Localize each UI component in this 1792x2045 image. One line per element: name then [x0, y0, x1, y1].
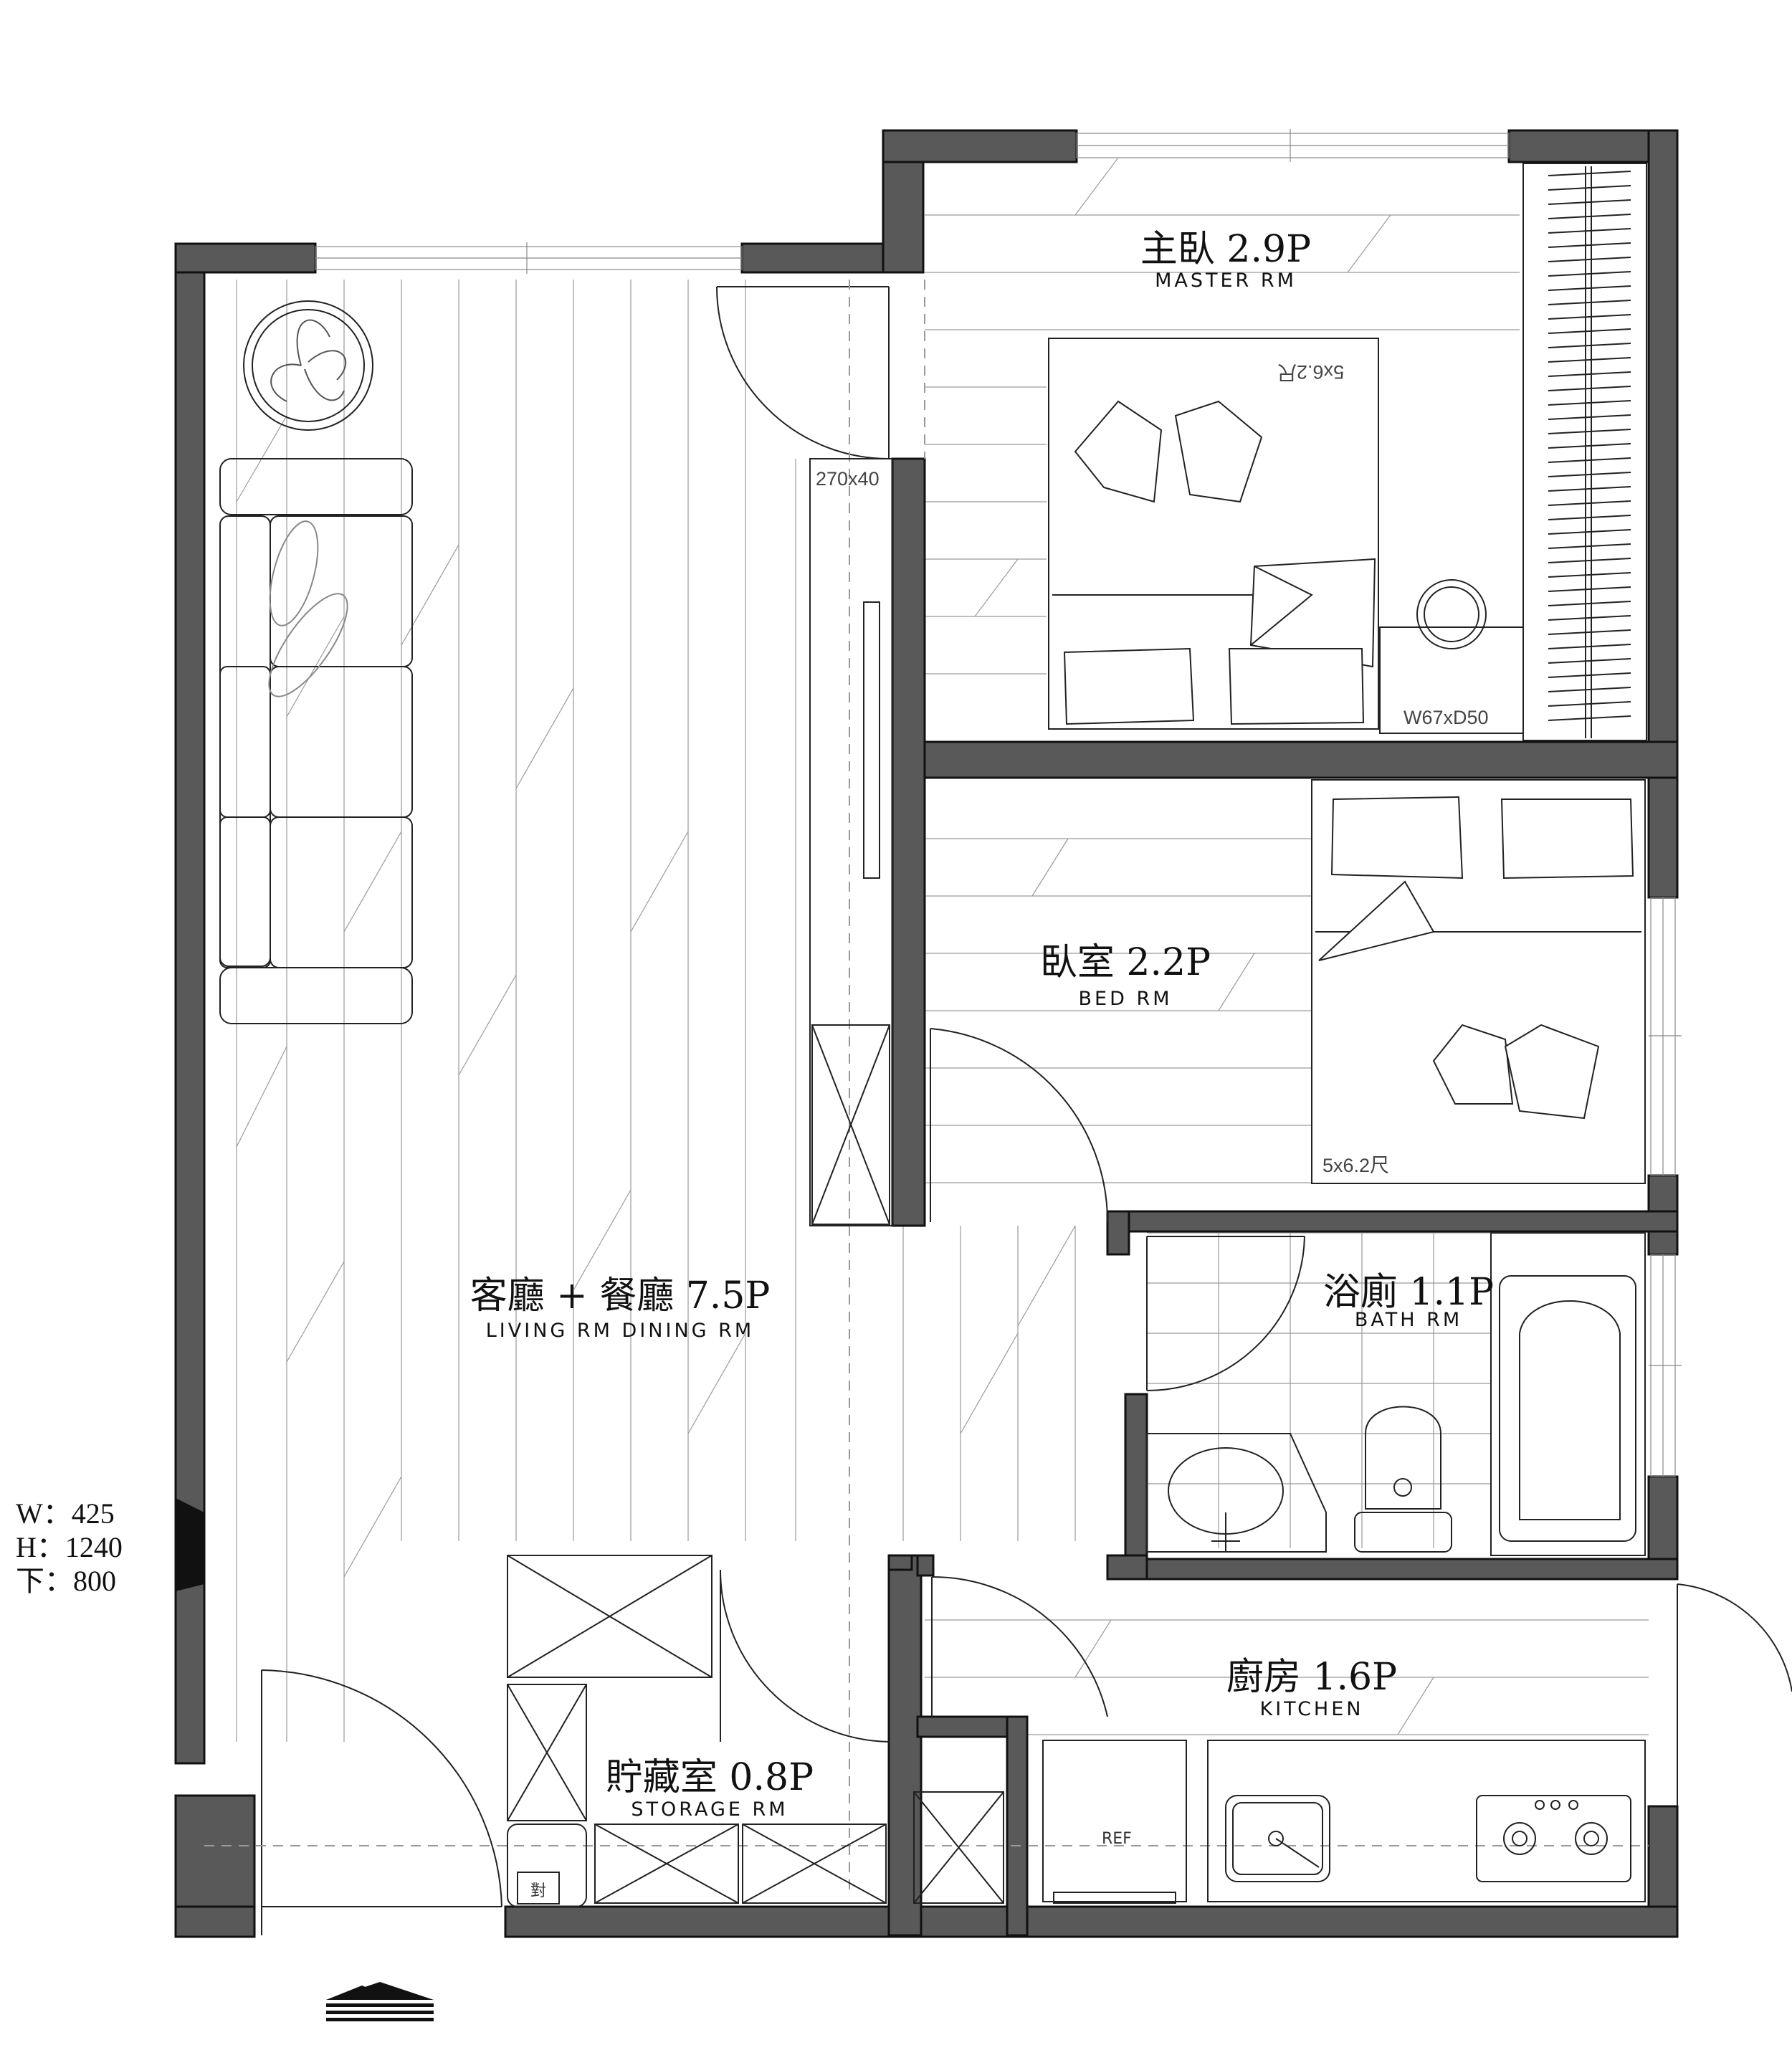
hanger-line [1548, 515, 1631, 520]
window-height-note: H：1240 [16, 1531, 123, 1563]
hanger-line [1548, 672, 1631, 678]
hanger-line [1548, 400, 1631, 406]
hanger-line [1548, 314, 1631, 320]
fridge-label: REF [1102, 1830, 1132, 1848]
hanger-line [1548, 701, 1631, 707]
stove [1476, 1795, 1631, 1882]
hanger-line [1548, 185, 1631, 191]
living-room-name: 客廳 + 餐廳 7.5P [470, 1274, 771, 1317]
hanger-line [1548, 414, 1631, 420]
storage-room-name: 貯藏室 0.8P [606, 1756, 814, 1799]
entrance-arrow-icon [326, 1982, 434, 2021]
hanger-line [1548, 371, 1631, 377]
hanger-line [1548, 257, 1631, 262]
bathtub [1490, 1232, 1646, 1556]
master-room-name: 主臥 2.9P [1140, 228, 1311, 271]
floor-planks [236, 157, 1649, 1742]
bed-room-bed [1311, 779, 1646, 1184]
hanger-line [1548, 242, 1631, 248]
hanger-line [1548, 386, 1631, 391]
counter [1207, 1740, 1646, 1902]
hanger-line [1548, 658, 1631, 664]
hanger-line [1548, 457, 1631, 463]
tall-cabinet [809, 458, 893, 1226]
hanger-line [1548, 543, 1631, 549]
hanger-line [1548, 644, 1631, 649]
cabinet-size-label: 270x40 [816, 468, 880, 490]
hanger-line [1548, 558, 1631, 563]
living-room-en: LIVING RM DINING RM [486, 1320, 754, 1342]
window-width-note: W：425 [16, 1497, 115, 1530]
master-bed-size-label: 5x6.2尺 [1277, 361, 1344, 383]
storage-room-en: STORAGE RM [631, 1798, 788, 1821]
toilet [1354, 1406, 1452, 1553]
bath-room-name: 浴廁 1.1P [1323, 1271, 1494, 1314]
hanger-line [1548, 472, 1631, 477]
storage-cabinets [507, 1555, 1004, 1907]
kitchen-en: KITCHEN [1260, 1698, 1364, 1720]
hanger-line [1548, 300, 1631, 305]
hanger-line [1548, 429, 1631, 434]
windows [315, 129, 1682, 1477]
hanger-line [1548, 529, 1631, 535]
wardrobe-hangers [1548, 171, 1631, 721]
walls [174, 129, 1679, 1938]
fridge [1042, 1740, 1187, 1904]
hanger-line [1548, 601, 1631, 606]
sofa [219, 458, 413, 1024]
plant-pot [243, 300, 373, 431]
hanger-line [1548, 171, 1631, 176]
meter-label: 對 [530, 1882, 546, 1900]
hanger-line [1548, 285, 1631, 291]
window-sill-note: 下：800 [16, 1565, 116, 1597]
hanger-line [1548, 486, 1631, 492]
hanger-line [1548, 214, 1631, 219]
hanger-line [1548, 228, 1631, 234]
doors [261, 286, 1792, 1935]
bed-room-en: BED RM [1078, 988, 1172, 1010]
hanger-line [1548, 343, 1631, 348]
hanger-line [1548, 715, 1631, 721]
hanger-line [1548, 199, 1631, 205]
bath-room-en: BATH RM [1355, 1309, 1462, 1331]
kitchen-name: 廚房 1.6P [1226, 1656, 1397, 1699]
bed-room-name: 臥室 2.2P [1040, 941, 1211, 984]
hanger-line [1548, 586, 1631, 592]
hanger-line [1548, 328, 1631, 334]
hanger-line [1548, 572, 1631, 578]
master-bed [1048, 338, 1379, 730]
hanger-line [1548, 687, 1631, 692]
master-room-en: MASTER RM [1155, 270, 1297, 292]
hanger-line [1548, 629, 1631, 635]
window-marker [176, 1498, 204, 1591]
desk-size-label: W67xD50 [1403, 707, 1489, 728]
hanger-line [1548, 500, 1631, 506]
wardrobe [1522, 163, 1647, 741]
sink [1146, 1433, 1327, 1553]
hanger-line [1548, 271, 1631, 277]
hanger-line [1548, 357, 1631, 363]
hanger-line [1548, 443, 1631, 449]
hanger-line [1548, 615, 1631, 621]
bed-size-label: 5x6.2尺 [1322, 1155, 1389, 1176]
